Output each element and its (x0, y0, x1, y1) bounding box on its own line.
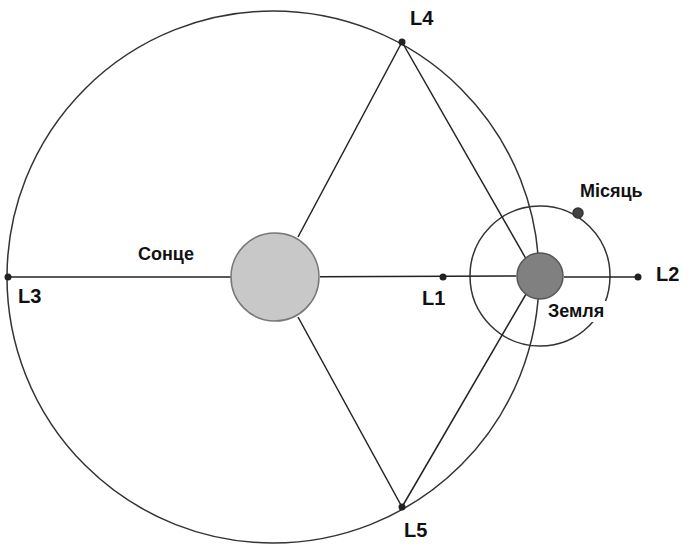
sun-circle-outline (231, 233, 319, 321)
lagrange-point (399, 39, 406, 46)
moon-dot-shape (572, 207, 584, 219)
point-label: L2 (656, 263, 679, 285)
earth-circle-outline (517, 253, 563, 299)
point-label: L3 (18, 285, 41, 307)
sun-circle-shape (230, 232, 320, 322)
lagrange-point (5, 274, 12, 281)
lagrange-point (635, 274, 642, 281)
point-label: L1 (422, 287, 445, 309)
point-label: L5 (404, 519, 427, 541)
lagrange-point (399, 504, 406, 511)
body-label: Місяць (578, 181, 645, 202)
body-label: Сонце (136, 244, 196, 265)
triangle-line (402, 42, 529, 264)
triangle-line (298, 42, 402, 237)
connector-line (320, 275, 516, 277)
point-label: L4 (410, 7, 433, 29)
axis-line (564, 276, 638, 278)
earth-circle: Земля (516, 252, 564, 300)
body-label: Земля (546, 301, 606, 322)
moon-dot-outline (573, 208, 583, 218)
moon-dot: Місяць (572, 207, 584, 219)
triangle-line (298, 317, 402, 507)
sun-circle: Сонце (230, 232, 320, 322)
earth-orbit (7, 11, 539, 543)
axis-connector (320, 276, 516, 278)
triangle-line (402, 289, 529, 507)
axis-line (8, 276, 231, 278)
earth-circle-shape (516, 252, 564, 300)
